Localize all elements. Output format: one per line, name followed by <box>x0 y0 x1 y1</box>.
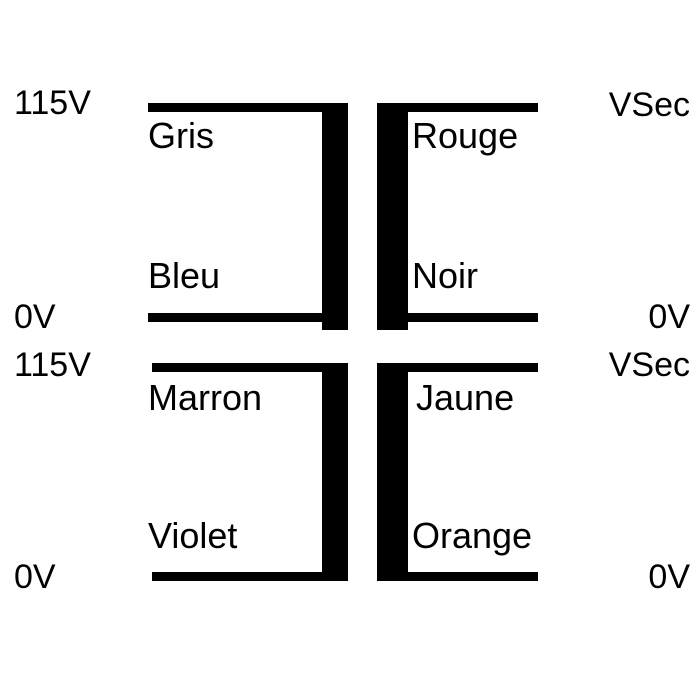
core-limb-right-top <box>377 103 408 330</box>
core-limb-right-bottom <box>377 363 408 581</box>
wire-label-gris: Gris <box>148 115 214 156</box>
lead-wire-rouge <box>402 103 538 112</box>
terminal-label-primary-top-0v: 0V <box>14 298 56 336</box>
lead-wire-bleu <box>148 313 328 322</box>
lead-wire-jaune <box>402 363 538 372</box>
wire-label-marron: Marron <box>148 377 263 418</box>
terminal-label-secondary-top-vsec: VSec <box>608 86 690 124</box>
core-limb-left-bottom <box>322 363 348 581</box>
wire-label-bleu: Bleu <box>148 255 221 296</box>
terminal-label-primary-bottom-0v: 0V <box>14 558 56 596</box>
terminal-label-secondary-bottom-vsec: VSec <box>608 346 690 384</box>
wire-label-violet: Violet <box>148 515 238 556</box>
wire-label-noir: Noir <box>412 255 479 296</box>
terminal-label-secondary-bottom-0v: 0V <box>648 558 690 596</box>
lead-wire-noir <box>402 313 538 322</box>
terminal-label-secondary-top-0v: 0V <box>648 298 690 336</box>
terminal-label-primary-top-115v: 115V <box>14 84 91 122</box>
terminal-label-primary-bottom-115v: 115V <box>14 346 91 384</box>
lead-wire-orange <box>402 572 538 581</box>
wire-label-rouge: Rouge <box>412 115 519 156</box>
core-limb-left-top <box>322 103 348 330</box>
wire-label-jaune: Jaune <box>416 377 515 418</box>
lead-wire-violet <box>152 572 328 581</box>
lead-wire-gris <box>148 103 328 112</box>
lead-wire-marron <box>152 363 328 372</box>
wire-label-orange: Orange <box>412 515 533 556</box>
